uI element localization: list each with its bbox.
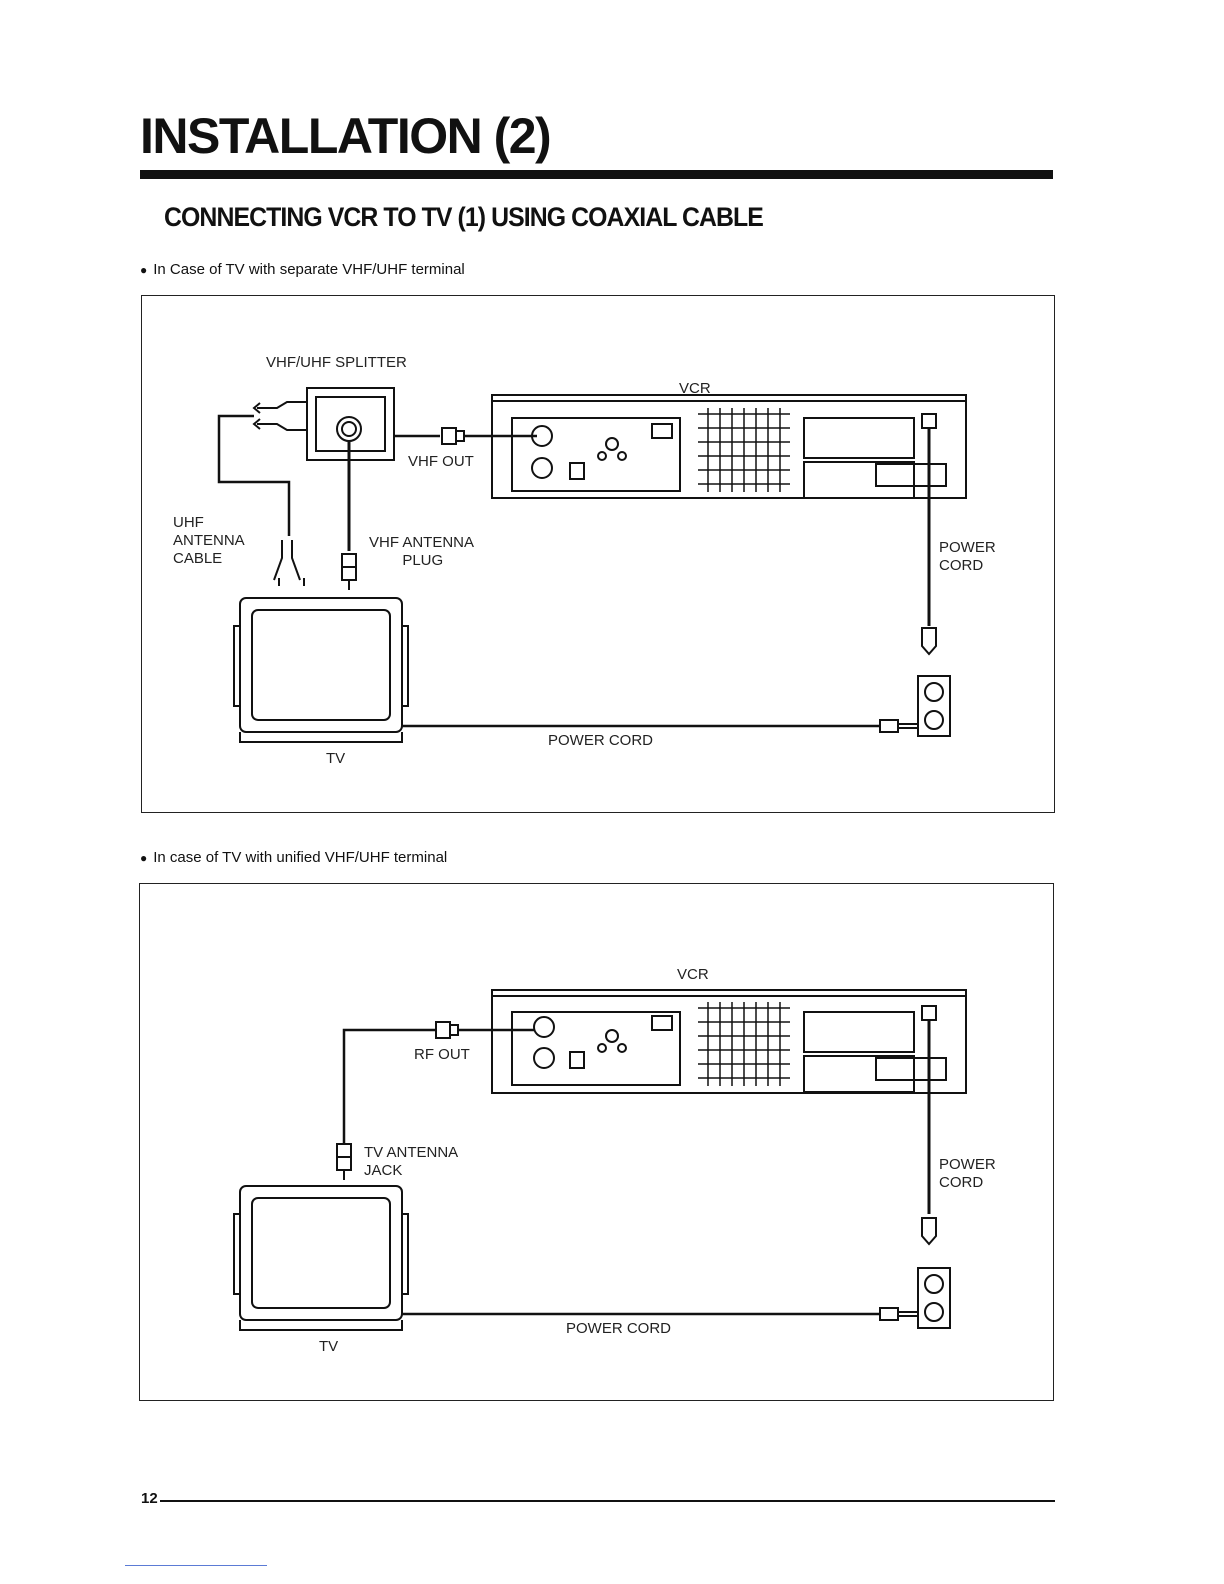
bullet-text: In case of TV with unified VHF/UHF termi…: [153, 849, 448, 866]
vcr-rear-panel: [491, 400, 967, 499]
tv-label: TV: [319, 1338, 339, 1355]
tv-set: [239, 597, 403, 733]
bullet-separate-terminal: ● In Case of TV with separate VHF/UHF ter…: [140, 261, 465, 278]
vhf-antenna-plug-label: VHF ANTENNA PLUG: [369, 534, 475, 569]
power-cord-tv-label: POWER CORD: [566, 1320, 671, 1337]
title-divider: [140, 170, 1053, 179]
vcr-rear-panel: [491, 995, 967, 1094]
bullet-dot: ●: [140, 851, 148, 865]
tv-set: [239, 1185, 403, 1321]
connection-diagram-1: [217, 387, 967, 743]
connection-diagram-2: [233, 989, 967, 1331]
power-cord-tv-label: POWER CORD: [548, 732, 653, 749]
vcr-label: VCR: [679, 380, 711, 397]
power-cord-vcr-label: POWER CORD: [939, 1156, 996, 1191]
splitter-label: VHF/UHF SPLITTER: [266, 354, 407, 371]
bullet-unified-terminal: ● In case of TV with unified VHF/UHF term…: [140, 849, 447, 866]
page-number: 12: [141, 1490, 158, 1507]
diagram-separate-vhf-uhf: VHF/UHF SPLITTER VCR VHF OUT UHF ANTENNA…: [141, 295, 1055, 813]
vhf-out-label: VHF OUT: [408, 453, 474, 470]
footer-divider: [160, 1500, 1055, 1502]
bullet-text: In Case of TV with separate VHF/UHF term…: [153, 261, 465, 278]
bullet-dot: ●: [140, 263, 148, 277]
wall-outlet: [917, 1267, 951, 1329]
wall-outlet: [917, 675, 951, 737]
power-cord-vcr-label: POWER CORD: [939, 539, 996, 574]
section-heading: CONNECTING VCR TO TV (1) USING COAXIAL C…: [164, 202, 764, 232]
stray-line: [125, 1565, 267, 1566]
diagram-unified-vhf-uhf: VCR RF OUT TV ANTENNA JACK POWER CORD PO…: [139, 883, 1054, 1401]
vcr-label: VCR: [677, 966, 709, 983]
rf-out-label: RF OUT: [414, 1046, 470, 1063]
uhf-antenna-cable-label: UHF ANTENNA CABLE: [173, 514, 245, 567]
page-title: INSTALLATION (2): [140, 108, 552, 164]
tv-antenna-jack-label: TV ANTENNA JACK: [364, 1144, 459, 1179]
tv-label: TV: [326, 750, 346, 767]
